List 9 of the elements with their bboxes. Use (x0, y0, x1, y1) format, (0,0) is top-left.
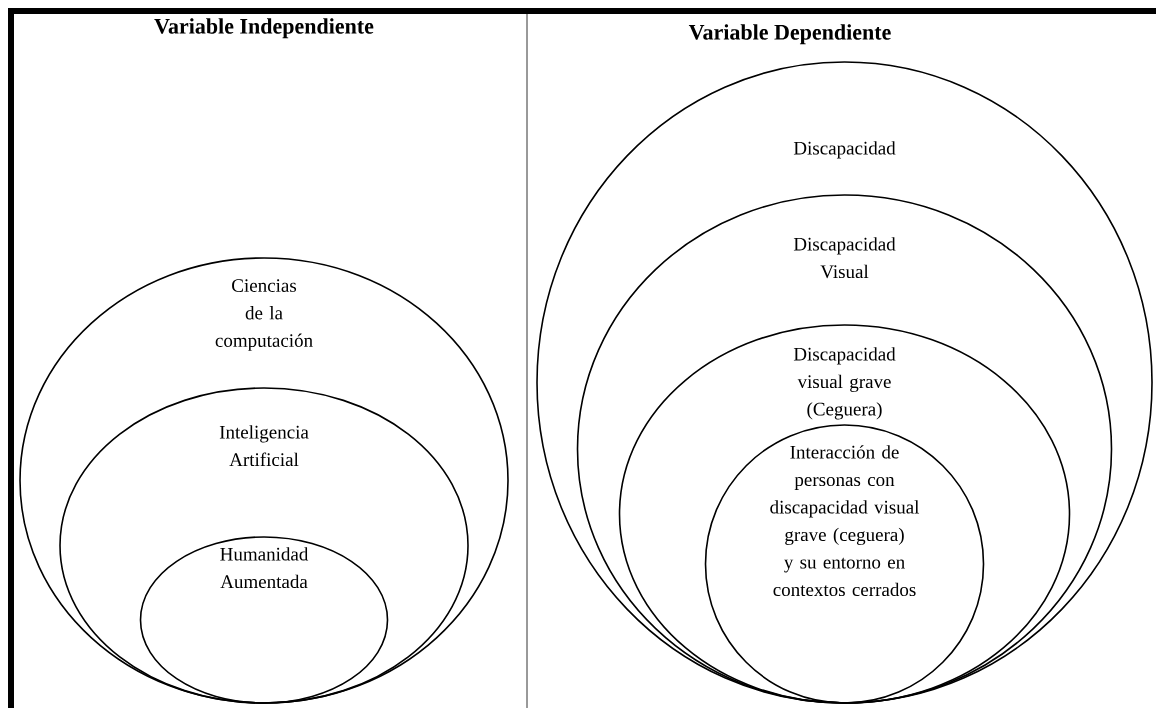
circle-label: Discapacidad visual grave (Ceguera) (793, 347, 896, 420)
circle-label: Inteligencia Artificial (219, 425, 309, 467)
circle-label: Humanidad Aumentada (220, 547, 309, 589)
column-heading: Variable Dependiente (688, 24, 891, 45)
column-heading: Variable Independiente (154, 18, 374, 39)
circle-label: Discapacidad (793, 141, 896, 159)
circle-label: Discapacidad Visual (793, 237, 896, 279)
circle-label: Ciencias de la computación (215, 279, 313, 351)
circle-label: Interacción de personas con discapacidad visual grave (ceguera) y su entorno en contextos cerrados (770, 445, 920, 597)
